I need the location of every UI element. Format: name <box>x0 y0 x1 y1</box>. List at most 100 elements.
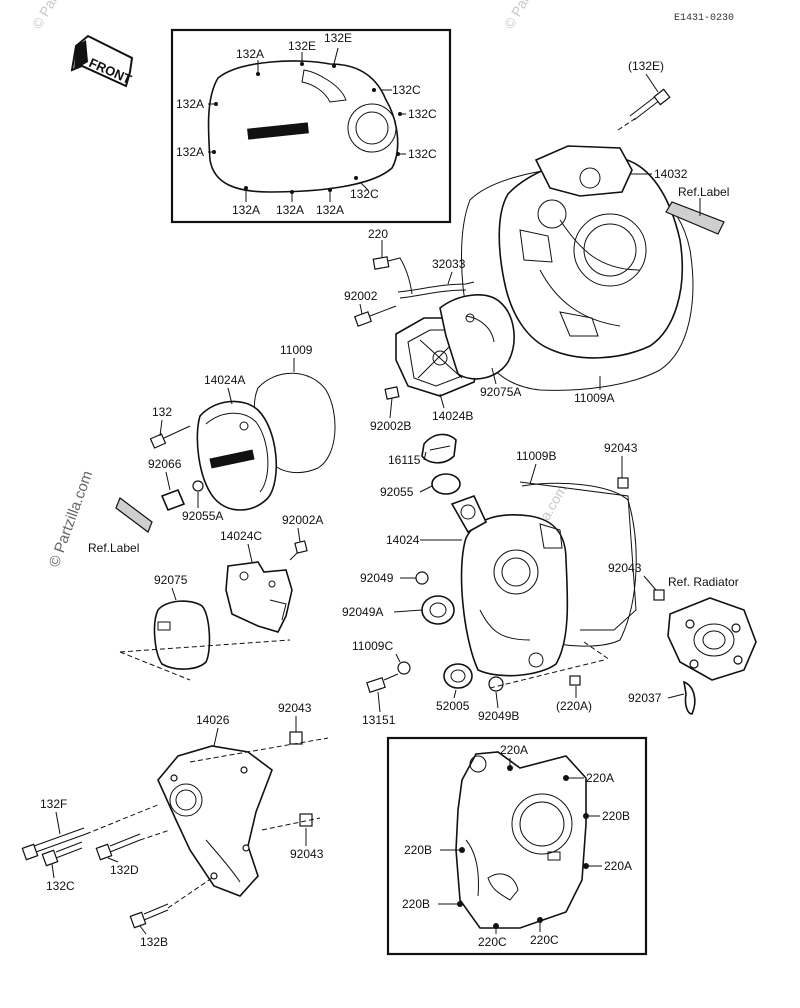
inset-top-label: 132E <box>324 31 352 45</box>
gasket-11009b <box>519 481 637 631</box>
label-11009b: 11009B <box>516 449 556 463</box>
washer-11009c <box>397 661 411 675</box>
label-132: 132 <box>152 405 172 419</box>
label-ref-label-2: Ref.Label <box>88 541 139 555</box>
bolt-132c <box>41 841 83 867</box>
cap-16115 <box>421 433 457 464</box>
inset-top-label: 132C <box>408 147 437 161</box>
inset-top-label: 132C <box>408 107 437 121</box>
inset-top-label: 132A <box>232 203 260 217</box>
label-92043-b: 92043 <box>608 561 642 575</box>
oring-92055 <box>431 473 461 495</box>
inset-top-label: 132A <box>236 47 264 61</box>
inset-bottom-label: 220A <box>604 859 632 873</box>
label-11009c: 11009C <box>352 639 393 653</box>
label-92002b: 92002B <box>370 419 411 433</box>
bolt-13151 <box>366 673 399 693</box>
inset-bottom-label: 220A <box>500 743 528 757</box>
label-92075a: 92075A <box>480 385 521 399</box>
label-132e-paren: (132E) <box>628 59 664 73</box>
label-92043-d: 92043 <box>290 847 324 861</box>
label-14024c: 14024C <box>220 529 262 543</box>
bolt-132b <box>129 903 169 929</box>
label-92055a: 92055A <box>182 509 223 523</box>
label-32033: 32033 <box>432 257 466 271</box>
label-92049a: 92049A <box>342 605 383 619</box>
label-14024: 14024 <box>386 533 420 547</box>
ref-label-plate <box>665 201 725 235</box>
pump-body-92075a <box>439 294 515 380</box>
label-52005: 52005 <box>436 699 470 713</box>
dowel-92043-c <box>289 731 303 745</box>
diagram-code: E1431-0230 <box>674 13 734 24</box>
top-inset-clutch-cover: 132A 132E 132E 132A 132C 132C 132A 132C … <box>170 28 452 224</box>
inset-top-label: 132A <box>176 145 204 159</box>
bearing-92049b <box>488 676 504 692</box>
crankcase-cover-14032 <box>461 145 694 391</box>
plug-92066 <box>160 480 204 512</box>
clip-92037 <box>682 680 696 715</box>
label-16115: 16115 <box>388 453 421 467</box>
label-11009a: 11009A <box>574 391 614 405</box>
label-11009: 11009 <box>280 343 313 357</box>
radiator-housing <box>667 597 757 681</box>
dowel-92043 <box>617 477 629 489</box>
inset-top-label: 132A <box>176 97 204 111</box>
inset-bottom-label: 220C <box>530 933 559 947</box>
label-14032: 14032 <box>654 167 688 181</box>
label-220a-paren: (220A) <box>556 699 592 713</box>
label-92066: 92066 <box>148 457 182 471</box>
inset-top-label: 132C <box>392 83 421 97</box>
ref-label-plate-2 <box>115 497 153 533</box>
bolt-132d <box>95 833 141 861</box>
label-132b: 132B <box>140 935 168 949</box>
label-13151: 13151 <box>362 713 396 727</box>
bolt-132f <box>21 827 87 861</box>
front-arrow-icon: FRONT <box>70 34 134 88</box>
inset-top-label: 132A <box>316 203 344 217</box>
inset-bottom-label: 220B <box>402 897 430 911</box>
inset-bottom-label: 220C <box>478 935 507 949</box>
pad-92075 <box>153 600 211 670</box>
label-92049b: 92049B <box>478 709 519 723</box>
inset-bottom-label: 220A <box>586 771 614 785</box>
label-92055: 92055 <box>380 485 414 499</box>
dowel-92043-b <box>653 589 665 601</box>
inset-bottom-label: 220B <box>404 843 432 857</box>
label-14024a: 14024A <box>204 373 245 387</box>
hose-32033 <box>397 281 475 293</box>
clutch-cover-14024a <box>196 372 336 511</box>
label-92037: 92037 <box>628 691 662 705</box>
bottom-inset-cover: 220A 220A 220B 220B 220A 220B 220C 220C <box>386 736 648 956</box>
bolt-220a <box>569 675 581 686</box>
label-92002: 92002 <box>344 289 378 303</box>
watermark-text: © Partzilla.com <box>29 0 90 32</box>
label-132c: 132C <box>46 879 75 893</box>
label-92043-a: 92043 <box>604 441 638 455</box>
label-220: 220 <box>368 227 388 241</box>
label-92043-c: 92043 <box>278 701 312 715</box>
label-92002a: 92002A <box>282 513 323 527</box>
watermark-text: © Partzilla.com <box>501 0 562 32</box>
label-132d: 132D <box>110 863 139 877</box>
inset-bottom-label: 220B <box>602 809 630 823</box>
seal-92049a <box>421 595 455 625</box>
bolt-132e <box>629 88 671 121</box>
inset-top-label: 132C <box>350 187 379 201</box>
label-14026: 14026 <box>196 713 230 727</box>
label-14024b: 14024B <box>432 409 473 423</box>
bolt-132 <box>149 425 191 449</box>
washer-92049 <box>415 571 429 585</box>
sprocket-cover-14026 <box>157 745 273 897</box>
label-132f: 132F <box>40 797 67 811</box>
cover-plate-14024c <box>225 561 293 633</box>
label-ref-label: Ref.Label <box>678 185 729 199</box>
center-cover-14024 <box>450 482 637 677</box>
inset-top-label: 132E <box>288 39 316 53</box>
inset-top-label: 132A <box>276 203 304 217</box>
label-92075: 92075 <box>154 573 188 587</box>
label-92049: 92049 <box>360 571 394 585</box>
seal-52005 <box>443 663 473 689</box>
label-ref-radiator: Ref. Radiator <box>668 575 739 589</box>
